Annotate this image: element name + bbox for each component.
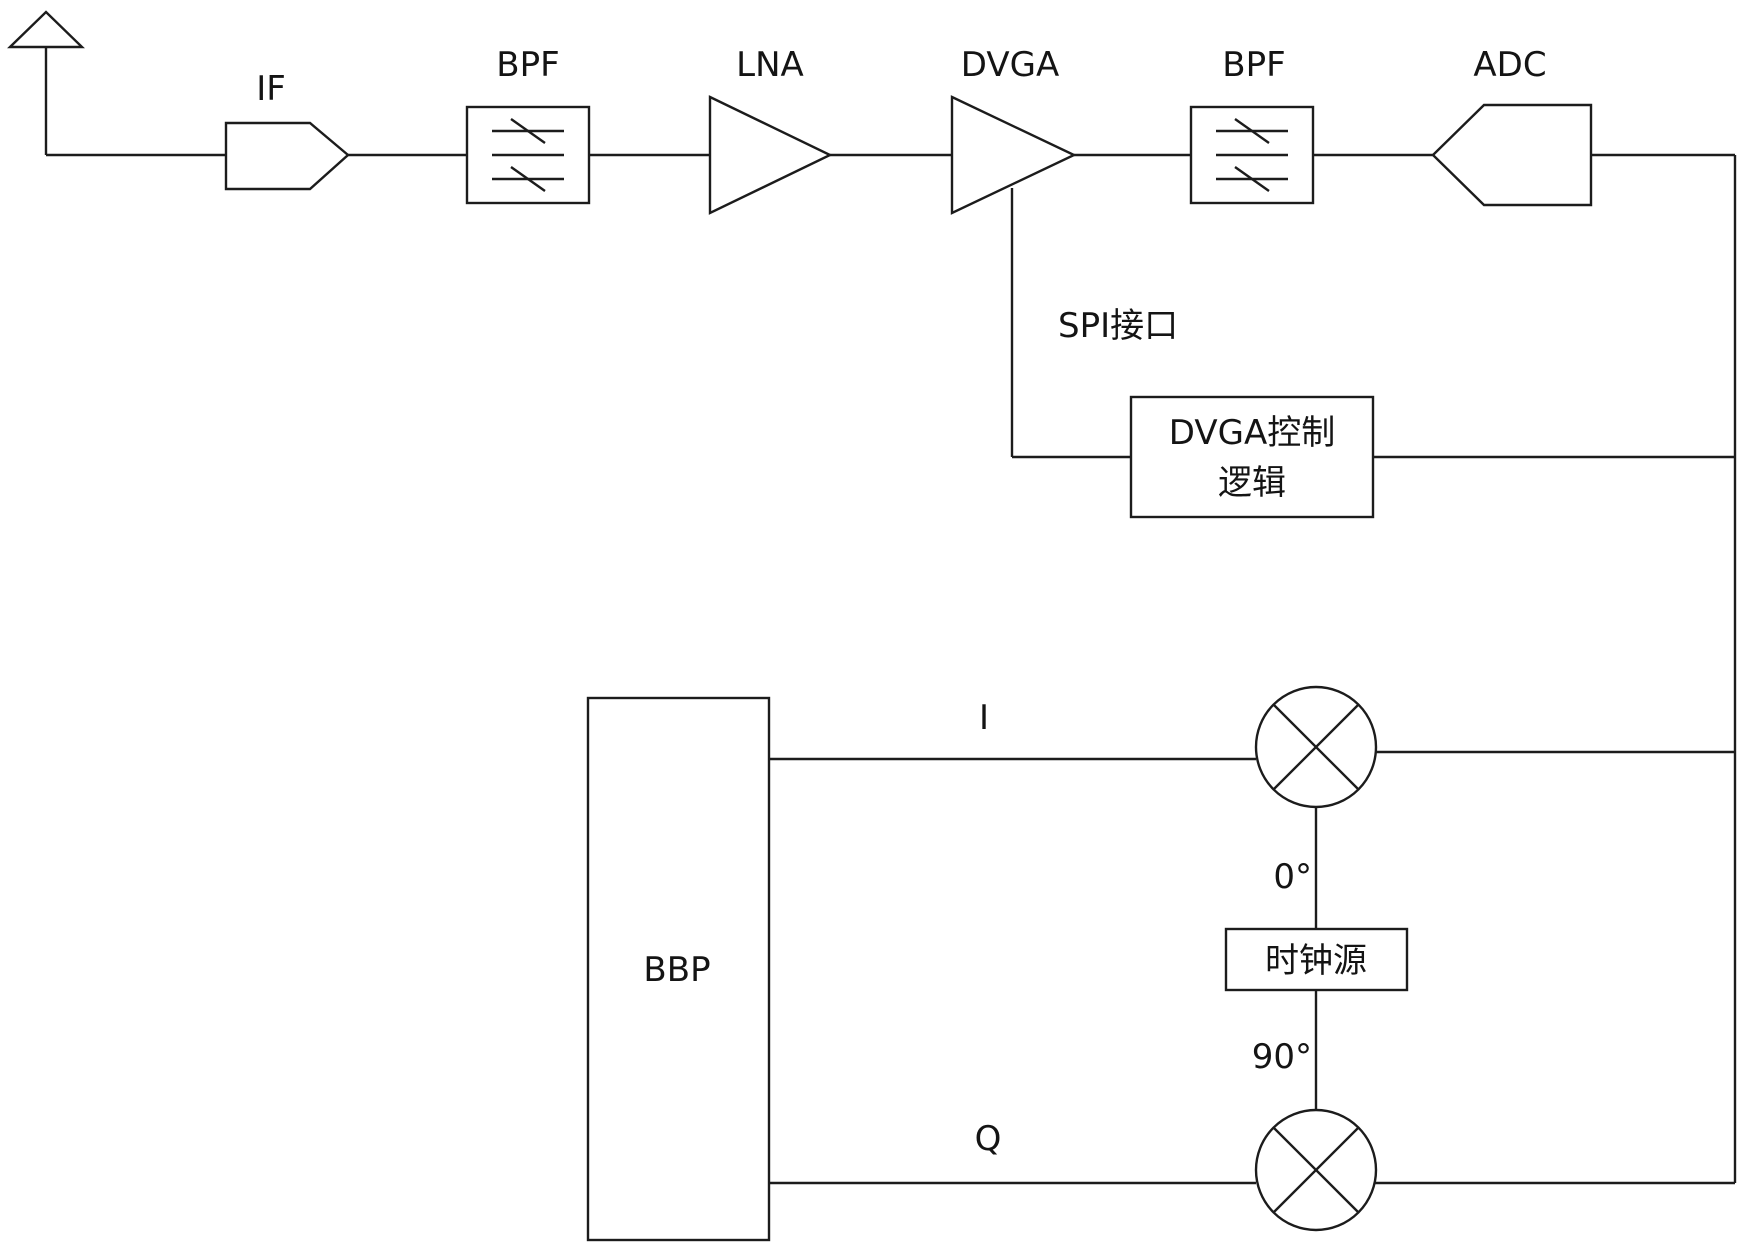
antenna-icon xyxy=(10,12,82,155)
bpf-filter-1[interactable] xyxy=(467,107,589,203)
q-signal-label: Q xyxy=(975,1119,1002,1159)
phase-0-label: 0° xyxy=(1273,857,1312,897)
if-block[interactable] xyxy=(226,123,348,189)
bbp-label: BBP xyxy=(643,950,710,990)
dvga-control-label-line2: 逻辑 xyxy=(1218,463,1286,503)
clock-source-label: 时钟源 xyxy=(1265,941,1367,981)
dvga-control-label-line1: DVGA控制 xyxy=(1169,413,1335,453)
q-mixer-icon[interactable] xyxy=(1256,1110,1376,1230)
bpf-1-label: BPF xyxy=(496,45,559,85)
adc-label: ADC xyxy=(1473,45,1546,85)
i-signal-label: I xyxy=(979,698,989,738)
phase-90-label: 90° xyxy=(1252,1037,1312,1077)
dvga-label: DVGA xyxy=(961,45,1059,85)
if-label: IF xyxy=(256,69,286,109)
spi-interface-label: SPI接口 xyxy=(1058,306,1178,346)
i-mixer-icon[interactable] xyxy=(1256,687,1376,807)
bpf-filter-2[interactable] xyxy=(1191,107,1313,203)
i-path-wires xyxy=(769,752,1735,759)
lna-label: LNA xyxy=(736,45,804,85)
bpf-2-label: BPF xyxy=(1222,45,1285,85)
adc-block[interactable] xyxy=(1433,105,1591,205)
lna-amplifier[interactable] xyxy=(710,97,830,213)
